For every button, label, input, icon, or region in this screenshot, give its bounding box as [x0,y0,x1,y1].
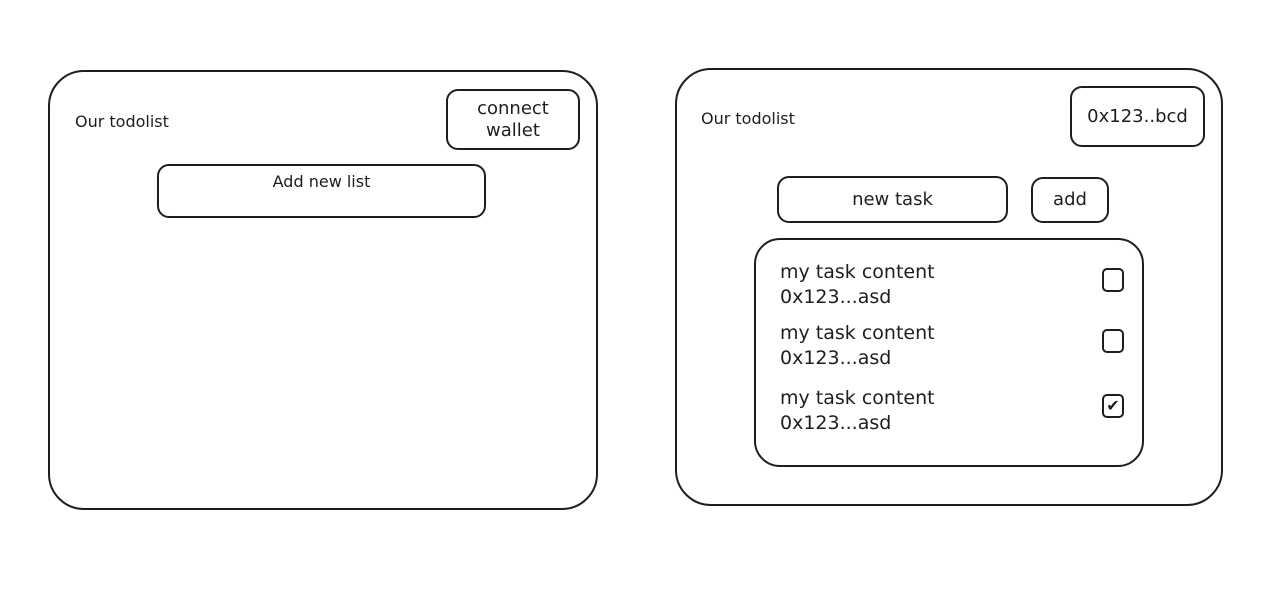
checkmark-icon: ✔ [1106,396,1120,415]
add-new-list-label: Add new list [272,172,371,191]
screen-disconnected: Our todolist connect wallet Add new list [48,70,598,510]
task-content: my task content [780,322,935,344]
task-address: 0x123...asd [780,347,892,369]
screen-connected: Our todolist 0x123..bcd new task add my … [675,68,1223,506]
add-new-list-button[interactable]: Add new list [157,164,486,218]
app-title: Our todolist [75,112,169,131]
task-checkbox[interactable] [1102,268,1124,292]
new-task-input[interactable]: new task [777,176,1008,223]
task-content: my task content [780,387,935,409]
connect-wallet-button[interactable]: connect wallet [446,89,580,150]
app-title: Our todolist [701,109,795,128]
task-checkbox-checked[interactable]: ✔ [1102,394,1124,418]
task-list: my task content 0x123...asd my task cont… [754,238,1144,467]
task-address: 0x123...asd [780,286,892,308]
add-task-button[interactable]: add [1031,177,1109,223]
task-content: my task content [780,261,935,283]
wallet-address-button[interactable]: 0x123..bcd [1070,86,1205,147]
task-address: 0x123...asd [780,412,892,434]
task-checkbox[interactable] [1102,329,1124,353]
